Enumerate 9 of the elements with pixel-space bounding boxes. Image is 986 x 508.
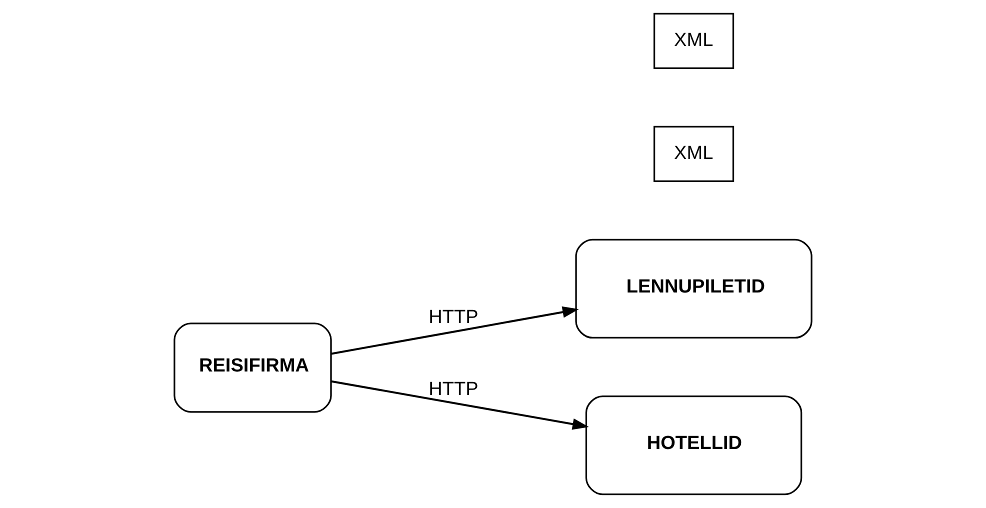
node-box: LENNUPILETID — [575, 238, 812, 339]
edge-label: HTTP — [428, 379, 478, 400]
arrow — [331, 380, 589, 430]
node-box: XML — [654, 126, 734, 182]
node-box: REISIFIRMA — [174, 322, 332, 413]
edge-label: HTTP — [428, 307, 478, 328]
node-box: XML — [654, 12, 734, 69]
node-box: HOTELLID — [585, 395, 802, 496]
arrow — [331, 306, 579, 355]
